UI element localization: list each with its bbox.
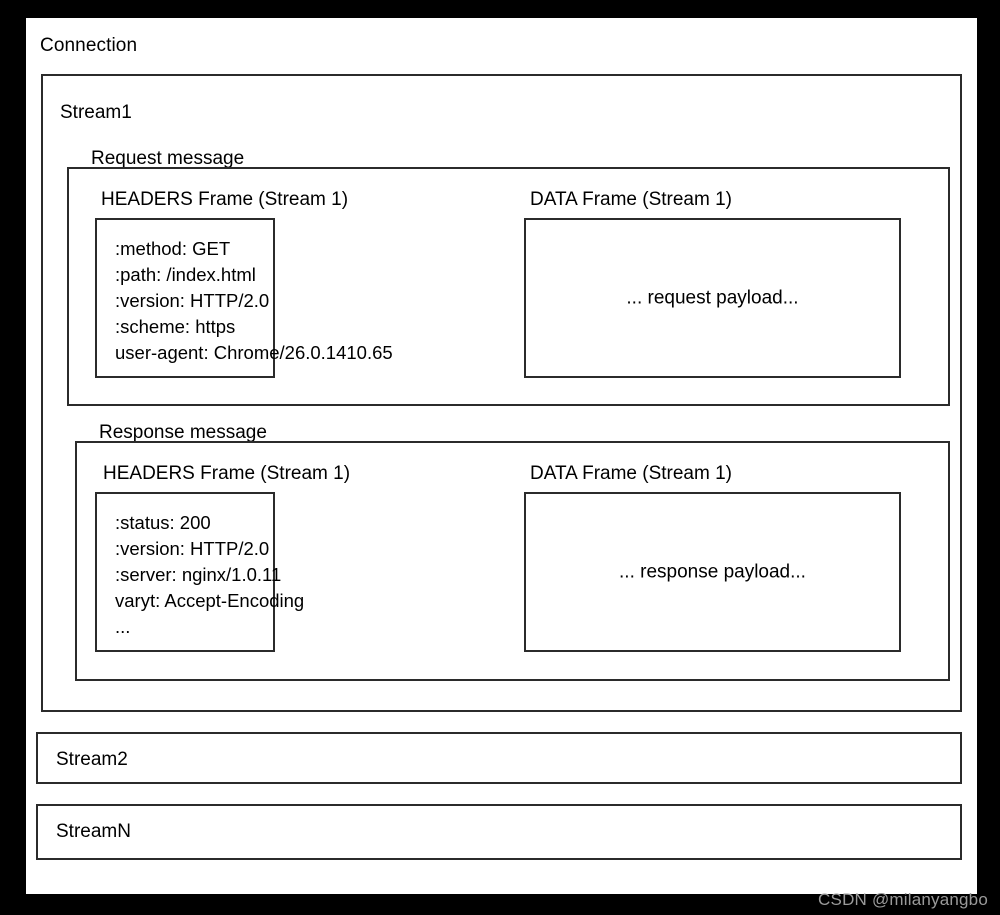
header-line: ... xyxy=(115,616,131,637)
stream1-label: Stream1 xyxy=(60,102,132,123)
header-line: :scheme: https xyxy=(115,316,236,337)
request-headers-lines: :method: GET :path: /index.html :version… xyxy=(115,236,393,366)
connection-panel: Connection Stream1 Request message HEADE… xyxy=(26,18,977,894)
header-line: :path: /index.html xyxy=(115,264,256,285)
header-line: :version: HTTP/2.0 xyxy=(115,290,270,311)
request-message-box: HEADERS Frame (Stream 1) :method: GET :p… xyxy=(67,167,950,406)
stream2-label: Stream2 xyxy=(56,749,128,770)
stream2-box: Stream2 xyxy=(36,732,962,784)
request-data-frame-body: ... request payload... xyxy=(524,218,901,378)
response-message-label: Response message xyxy=(99,422,267,443)
header-line: user-agent: Chrome/26.0.1410.65 xyxy=(115,342,393,363)
header-line: :server: nginx/1.0.11 xyxy=(115,564,282,585)
header-line: :status: 200 xyxy=(115,512,211,533)
streamN-label: StreamN xyxy=(56,821,131,842)
streamN-box: StreamN xyxy=(36,804,962,860)
header-line: :method: GET xyxy=(115,238,231,259)
response-headers-frame-body: :status: 200 :version: HTTP/2.0 :server:… xyxy=(95,492,304,652)
header-line: varyt: Accept-Encoding xyxy=(115,590,305,611)
header-line: :version: HTTP/2.0 xyxy=(115,538,270,559)
stream1-box: Stream1 Request message HEADERS Frame (S… xyxy=(41,74,962,712)
response-data-frame-title: DATA Frame (Stream 1) xyxy=(530,463,732,484)
response-headers-frame-title: HEADERS Frame (Stream 1) xyxy=(103,463,351,484)
response-message-box: HEADERS Frame (Stream 1) :status: 200 :v… xyxy=(75,441,950,681)
watermark-text: CSDN @milanyangbo xyxy=(818,890,988,909)
response-headers-lines: :status: 200 :version: HTTP/2.0 :server:… xyxy=(115,510,304,640)
response-data-frame-body: ... response payload... xyxy=(524,492,901,652)
connection-label: Connection xyxy=(40,35,138,56)
response-payload-text: ... response payload... xyxy=(619,561,806,583)
request-message-label: Request message xyxy=(91,148,245,169)
request-payload-text: ... request payload... xyxy=(626,287,799,309)
request-headers-frame-body: :method: GET :path: /index.html :version… xyxy=(95,218,393,378)
request-headers-frame-title: HEADERS Frame (Stream 1) xyxy=(101,189,349,210)
request-data-frame-title: DATA Frame (Stream 1) xyxy=(530,189,732,210)
